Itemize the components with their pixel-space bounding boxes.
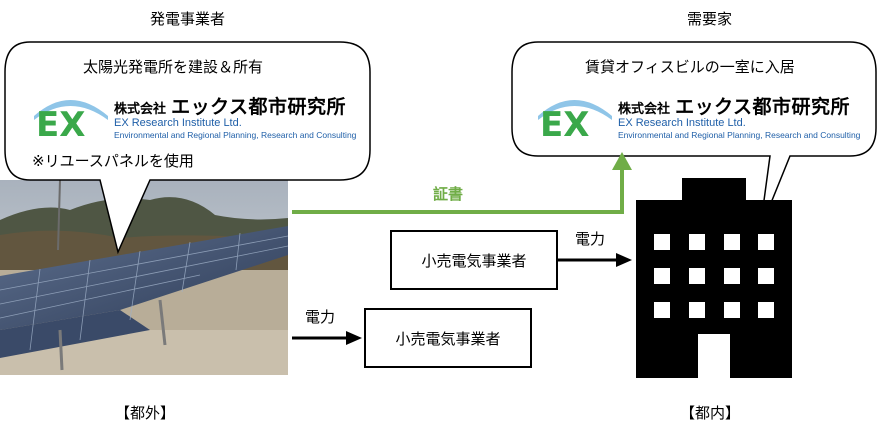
logo-english-name: EX Research Institute Ltd. [114, 117, 242, 129]
logo-english-name: EX Research Institute Ltd. [618, 117, 746, 129]
logo-english-sub: Environmental and Regional Planning, Res… [114, 130, 357, 140]
producer-bubble-line: 太陽光発電所を建設＆所有 [83, 58, 264, 76]
svg-text:EX: EX [36, 105, 85, 138]
retailer-box-top: 小売電気事業者 [390, 230, 558, 290]
consumer-location: 【都内】 [680, 404, 741, 422]
producer-logo: EX 株式会社 エックス都市研究所 EX Research Institute … [32, 90, 362, 140]
solar-panel-photo [0, 180, 288, 375]
logo-company-name: エックス都市研究所 [171, 96, 347, 118]
power-arrowhead-top-icon [616, 253, 632, 267]
certificate-label: 証書 [433, 185, 464, 203]
power-label-top: 電力 [575, 230, 606, 248]
ex-logo-mark-icon: EX [538, 100, 612, 138]
producer-location: 【都外】 [115, 404, 176, 422]
power-label-bottom: 電力 [305, 308, 336, 326]
producer-heading: 発電事業者 [150, 10, 226, 28]
consumer-logo: EX 株式会社 エックス都市研究所 EX Research Institute … [536, 90, 876, 140]
producer-speech-bubble [4, 41, 371, 255]
certificate-arrow [292, 168, 624, 214]
consumer-bubble-line: 賃貸オフィスビルの一室に入居 [585, 58, 795, 76]
logo-company-prefix: 株式会社 [618, 102, 671, 117]
certificate-arrowhead-icon [612, 152, 632, 170]
consumer-heading: 需要家 [687, 10, 733, 28]
office-building-icon [636, 178, 792, 378]
logo-company-prefix: 株式会社 [114, 102, 167, 117]
retailer-box-bottom: 小売電気事業者 [364, 308, 532, 368]
producer-note: ※リユースパネルを使用 [32, 152, 194, 170]
power-arrowhead-bottom-icon [346, 331, 362, 345]
svg-text:EX: EX [540, 105, 589, 138]
logo-company-name: エックス都市研究所 [675, 96, 851, 118]
logo-english-sub: Environmental and Regional Planning, Res… [618, 130, 861, 140]
consumer-speech-bubble [511, 41, 877, 231]
ex-logo-mark-icon: EX [34, 100, 108, 138]
